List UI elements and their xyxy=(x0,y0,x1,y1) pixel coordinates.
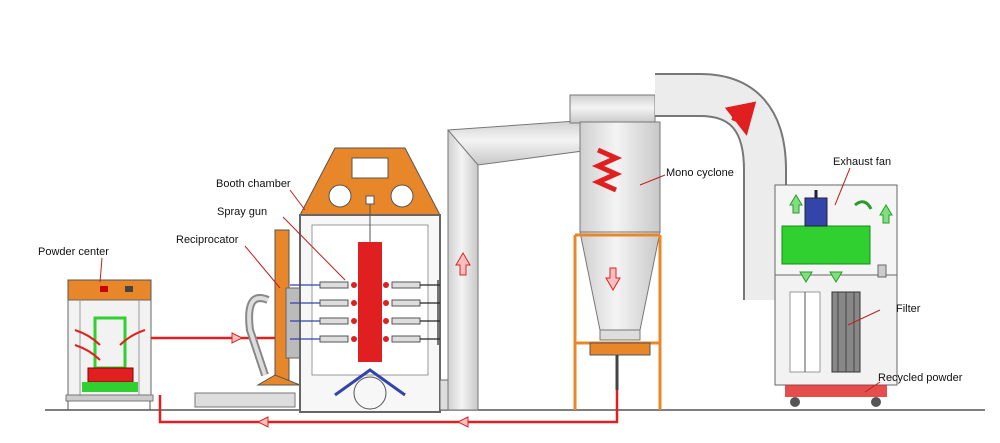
mono-cyclone-unit xyxy=(569,94,662,410)
leader-lines xyxy=(99,167,881,393)
booth-chamber-label: Booth chamber xyxy=(216,178,291,190)
flow-arrow-icon xyxy=(456,416,469,428)
filter-unit xyxy=(774,184,898,407)
spray-gun-icon xyxy=(319,281,421,343)
duct-riser xyxy=(446,119,591,411)
recycled-powder-label: Recycled powder xyxy=(878,372,963,384)
powder-center-unit xyxy=(65,279,154,410)
spray-gun-label: Spray gun xyxy=(217,206,268,218)
flow-arrow-icon xyxy=(605,267,621,291)
airflow-arrow-icon xyxy=(789,194,893,283)
powder-center-label: Powder center xyxy=(38,246,109,258)
reciprocator-label: Reciprocator xyxy=(176,234,239,246)
filter-label: Filter xyxy=(896,303,921,315)
flow-arrow-icon xyxy=(455,252,471,276)
exhaust-duct xyxy=(655,73,787,300)
reciprocator-unit xyxy=(194,229,301,408)
return-flow-line xyxy=(158,390,619,424)
flow-arrow-icon xyxy=(256,416,269,428)
mono-cyclone-label: Mono cyclone xyxy=(666,167,734,179)
exhaust-fan-label: Exhaust fan xyxy=(833,156,892,168)
booth-chamber-unit xyxy=(290,147,453,413)
flow-arrow-icon xyxy=(231,332,244,344)
